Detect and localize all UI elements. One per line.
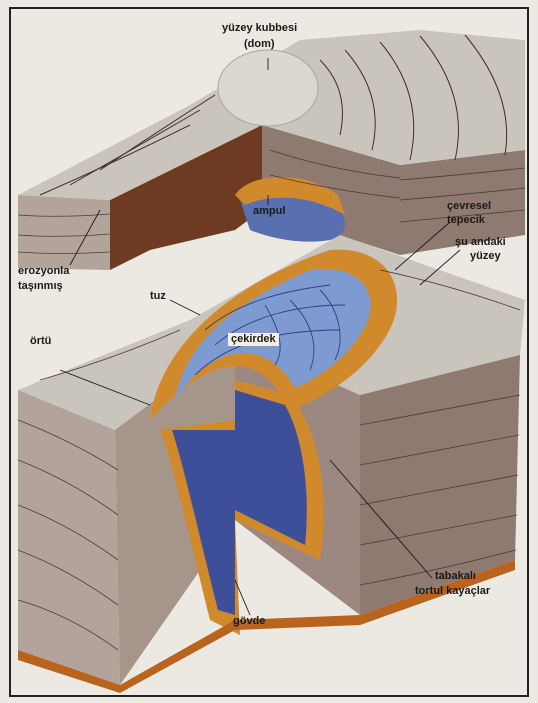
label-tuz: tuz [150, 290, 166, 303]
label-yuzey: yüzey [470, 250, 501, 263]
label-su-andaki: şu andaki [455, 236, 506, 249]
label-ampul: ampul [253, 205, 285, 218]
label-erozyonla: erozyonla [18, 265, 69, 278]
label-cekirdek: çekirdek [228, 333, 279, 346]
label-cevresel: çevresel [447, 200, 491, 213]
label-tortul-kayaclar: tortul kayaçlar [415, 585, 490, 598]
lower-block [18, 235, 525, 693]
label-dom: (dom) [244, 38, 275, 51]
label-ortu: örtü [30, 335, 51, 348]
label-tepecik: tepecik [447, 214, 485, 227]
upper-block [18, 30, 525, 270]
label-govde: gövde [233, 615, 265, 628]
label-tasinmis: taşınmış [18, 280, 63, 293]
label-yuzey-kubbesi: yüzey kubbesi [222, 22, 297, 35]
label-tabakali: tabakalı [435, 570, 476, 583]
leader-tuz [170, 300, 200, 315]
upper-block-front-face [18, 195, 110, 270]
